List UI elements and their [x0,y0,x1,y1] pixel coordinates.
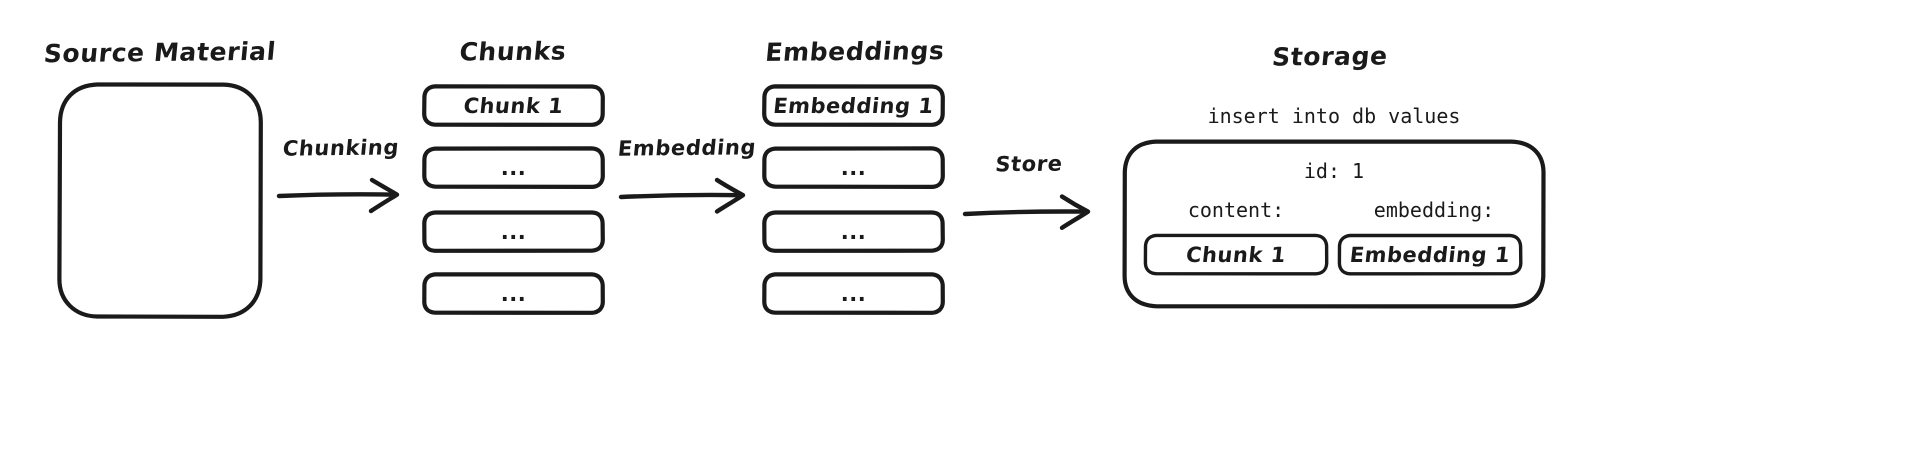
embeddings-title: Embeddings [764,36,946,67]
embeddings-item-3-outline [762,210,945,253]
storage-content-label: content: [1187,198,1285,222]
chunks-item-3-outline [422,210,605,253]
embeddings-item-2-outline [762,146,945,189]
arrow-store-glyph [962,194,1091,230]
chunks-item-4-outline [422,272,605,315]
chunks-item-1[interactable]: Chunk 1 [422,84,605,127]
arrow-store-label: Store [994,151,1064,177]
arrow-chunking-label: Chunking [281,135,401,161]
chunks-item-2-outline [422,146,605,189]
storage-record-box-outline [1122,139,1546,309]
storage-content-value-box[interactable]: Chunk 1 [1143,233,1329,276]
chunks-item-4-label: ... [500,281,527,306]
source-material-box [57,82,263,319]
embeddings-item-1-label: Embedding 1 [772,93,935,118]
chunks-item-2-label: ... [500,155,527,180]
chunks-item-2[interactable]: ... [422,146,605,189]
arrow-embedding-glyph [618,177,746,214]
storage-embedding-value-box[interactable]: Embedding 1 [1337,233,1523,276]
storage-sql-caption: insert into db values [1207,104,1461,128]
chunks-item-3-label: ... [500,219,527,244]
chunks-item-1-outline [422,84,605,127]
storage-content-value-outline [1143,233,1329,276]
embeddings-item-2-label: ... [840,155,867,180]
arrow-chunking-glyph [276,177,400,214]
embeddings-item-1[interactable]: Embedding 1 [762,84,945,127]
arrow-embedding-label: Embedding [616,135,758,161]
chunks-title: Chunks [458,36,568,67]
storage-id-field: id: 1 [1303,159,1365,183]
storage-title: Storage [1270,41,1390,72]
source-material-box-outline [57,82,263,319]
storage-embedding-value-label: Embedding 1 [1348,242,1512,267]
storage-content-value-label: Chunk 1 [1184,242,1288,267]
embeddings-item-4-outline [762,272,945,315]
storage-record-box [1122,139,1546,309]
embeddings-item-4-label: ... [840,281,867,306]
embeddings-item-3[interactable]: ... [762,210,945,253]
embeddings-item-3-label: ... [840,219,867,244]
embeddings-item-1-outline [762,84,945,127]
storage-embedding-value-outline [1337,233,1523,276]
chunks-item-3[interactable]: ... [422,210,605,253]
chunks-item-1-label: Chunk 1 [462,93,565,118]
storage-embedding-label: embedding: [1373,198,1495,222]
source-material-title: Source Material [42,36,278,69]
chunks-item-4[interactable]: ... [422,272,605,315]
embeddings-item-2[interactable]: ... [762,146,945,189]
embeddings-item-4[interactable]: ... [762,272,945,315]
